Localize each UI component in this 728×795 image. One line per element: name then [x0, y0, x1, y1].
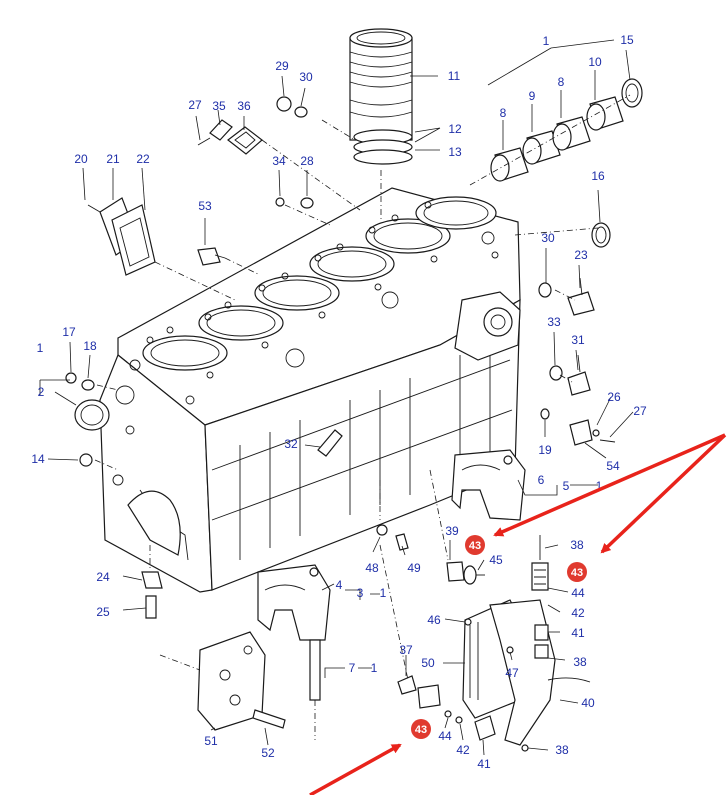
highlight-badge-43: 43 — [567, 562, 587, 582]
oil-cooler-housing — [455, 599, 591, 752]
callout-label: 42 — [571, 606, 585, 620]
callout-label: 5 — [563, 479, 570, 493]
callout-label: 51 — [204, 734, 218, 748]
callout-label: 38 — [555, 743, 569, 757]
callout-label: 21 — [106, 152, 120, 166]
callout-label: 54 — [606, 459, 620, 473]
callout-labels: 1 15 8 9 8 10 11 12 13 16 29 30 27 35 36… — [31, 33, 647, 771]
head-bolt-holes — [129, 201, 499, 379]
cylinder-bores — [142, 196, 497, 371]
callout-label: 35 — [212, 99, 226, 113]
main-bearing-bolt — [309, 639, 321, 701]
callout-label: 53 — [198, 199, 212, 213]
callout-label: 28 — [300, 154, 314, 168]
callout-label: 45 — [489, 553, 503, 567]
callout-label: 3 — [357, 586, 364, 600]
callout-label: 36 — [237, 99, 251, 113]
callout-label: 1 — [37, 341, 44, 355]
callout-label: 22 — [136, 152, 150, 166]
callout-label: 1 — [371, 661, 378, 675]
leader-lines — [39, 39, 634, 756]
callout-label: 17 — [62, 325, 76, 339]
callout-label: 12 — [448, 122, 462, 136]
callout-label: 7 — [349, 661, 356, 675]
callout-label: 1 — [380, 586, 387, 600]
engine-block — [99, 187, 521, 593]
callout-label: 11 — [448, 69, 461, 83]
callout-label: 46 — [427, 613, 441, 627]
svg-text:43: 43 — [415, 724, 427, 736]
cylinder-liner — [349, 28, 413, 141]
callout-label: 33 — [547, 315, 561, 329]
callout-label: 25 — [96, 605, 110, 619]
callout-label: 1 — [543, 34, 550, 48]
callout-label: 14 — [31, 452, 45, 466]
callout-label: 19 — [538, 443, 552, 457]
callout-label: 27 — [188, 98, 202, 112]
callout-label: 8 — [558, 75, 565, 89]
callout-label: 20 — [74, 152, 88, 166]
callout-label: 48 — [365, 561, 379, 575]
callout-label: 9 — [529, 89, 536, 103]
highlight-badge-43: 43 — [465, 535, 485, 555]
main-bearing-cap-front — [257, 564, 331, 641]
callout-label: 2 — [38, 385, 45, 399]
callout-label: 39 — [445, 524, 459, 538]
callout-label: 49 — [407, 561, 421, 575]
callout-label: 44 — [438, 729, 452, 743]
callout-label: 18 — [83, 339, 97, 353]
callout-label: 6 — [538, 473, 545, 487]
callout-label: 38 — [573, 655, 587, 669]
callout-label: 13 — [448, 145, 462, 159]
crank-bore-front — [127, 490, 181, 556]
callout-label: 15 — [620, 33, 634, 47]
callout-label: 23 — [574, 248, 588, 262]
svg-text:43: 43 — [571, 567, 583, 579]
callout-label: 30 — [541, 231, 555, 245]
callout-label: 44 — [571, 586, 585, 600]
callout-label: 42 — [456, 743, 470, 757]
callout-label: 37 — [399, 643, 413, 657]
callout-label: 50 — [421, 656, 435, 670]
callout-label: 8 — [500, 106, 507, 120]
callout-label: 34 — [272, 154, 286, 168]
callout-label: 32 — [284, 437, 298, 451]
callout-label: 29 — [275, 59, 289, 73]
callout-label: 40 — [581, 696, 595, 710]
front-mount-plate — [197, 631, 286, 731]
red-pointer-arrows — [309, 433, 727, 795]
callout-label: 1 — [596, 479, 603, 493]
rear-housing-boss — [454, 291, 521, 361]
callout-label: 41 — [477, 757, 491, 771]
callout-label: 24 — [96, 570, 110, 584]
callout-label: 26 — [607, 390, 621, 404]
callout-label: 38 — [570, 538, 584, 552]
callout-label: 30 — [299, 70, 313, 84]
callout-label: 31 — [571, 333, 585, 347]
liner-seal-rings — [353, 129, 413, 165]
piston-cooling-jets — [397, 535, 549, 718]
callout-label: 52 — [261, 746, 275, 760]
callout-label: 27 — [633, 404, 647, 418]
svg-text:43: 43 — [469, 540, 481, 552]
highlight-badge-43: 43 — [411, 719, 431, 739]
callout-label: 10 — [588, 55, 602, 69]
callout-label: 41 — [571, 626, 585, 640]
callout-label: 47 — [505, 666, 519, 680]
callout-label: 16 — [591, 169, 605, 183]
assembly-center-lines — [94, 119, 576, 740]
main-bearing-cap-rear — [451, 449, 526, 521]
callout-label: 4 — [336, 578, 343, 592]
